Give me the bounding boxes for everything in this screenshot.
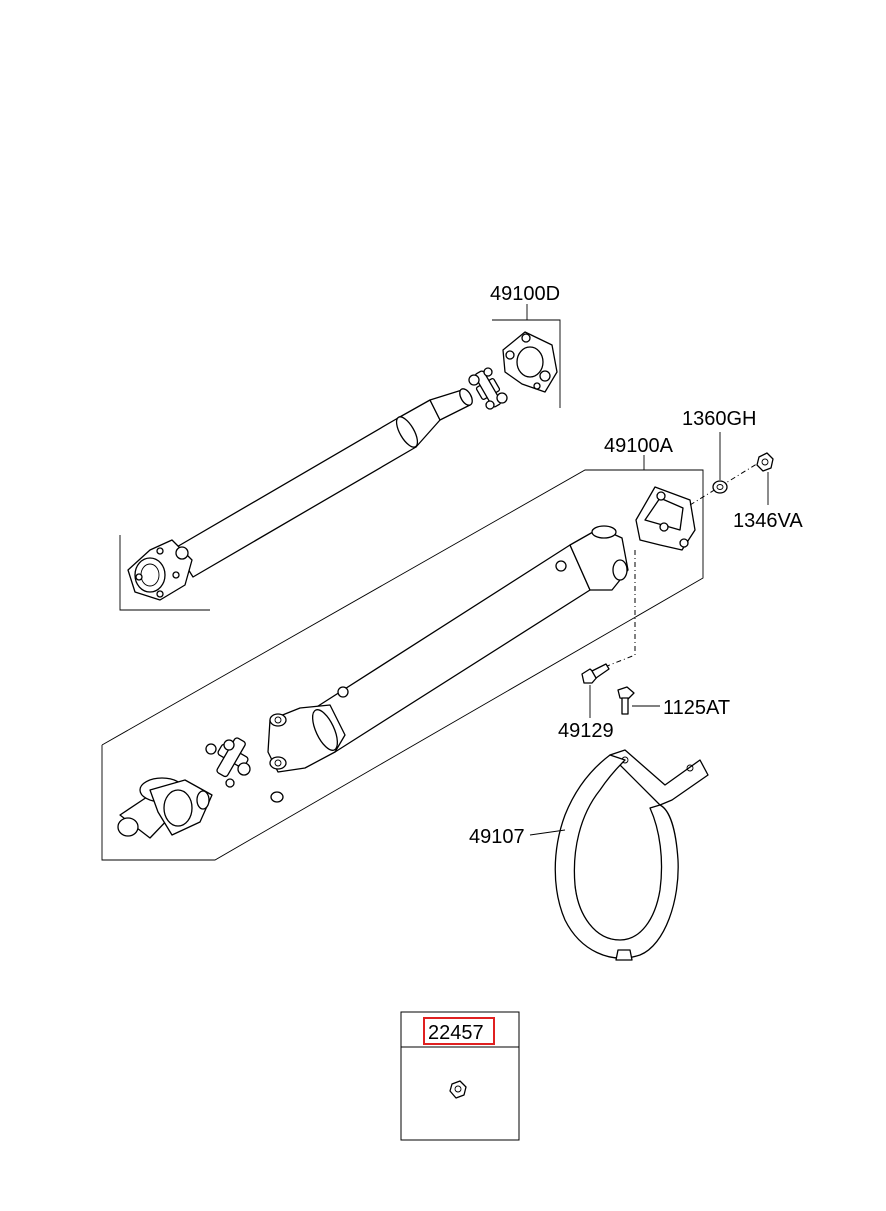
front-rear-flange-yoke[interactable] — [502, 331, 558, 393]
rear-universal-joint[interactable] — [205, 737, 251, 788]
front-flange-hole-3 — [172, 571, 180, 579]
callout-nut-icon — [449, 1080, 467, 1099]
label-49100D: 49100D — [490, 283, 560, 305]
rear-shaft-balance-weight-2 — [337, 686, 349, 698]
center-bearing-bracket[interactable] — [635, 486, 696, 551]
front-shaft-group — [119, 304, 561, 611]
rear-shaft-balance-weight — [555, 560, 567, 572]
front-ujoint-cap — [175, 546, 189, 560]
rear-shaft-tube[interactable] — [314, 544, 591, 753]
front-shaft-spline-end — [459, 388, 473, 406]
callout-box — [400, 1011, 520, 1141]
alignment-line-washer — [689, 461, 761, 506]
callout-box-frame — [400, 1011, 520, 1141]
label-49129: 49129 — [558, 720, 614, 742]
front-group-bracket-top — [492, 319, 561, 408]
front-shaft-ring — [395, 416, 419, 448]
front-flange-hole-2 — [156, 547, 164, 555]
label-1346VA: 1346VA — [733, 510, 803, 532]
callout-highlight-box — [423, 1017, 495, 1045]
rear-shaft-yoke-left[interactable] — [267, 704, 346, 773]
front-universal-joint[interactable] — [468, 367, 508, 410]
washer-part[interactable] — [712, 480, 728, 494]
label-1125AT: 1125AT — [663, 697, 730, 719]
rear-group-bracket — [101, 469, 704, 861]
snap-ring[interactable] — [270, 791, 284, 803]
nut-hole — [761, 458, 769, 466]
front-shaft-tube[interactable] — [174, 417, 417, 578]
washer-hole — [716, 484, 724, 490]
front-group-bracket-bottom — [119, 535, 210, 611]
label-1360GH: 1360GH — [682, 408, 757, 430]
rear-shaft-group — [101, 455, 761, 861]
companion-flange[interactable] — [117, 777, 213, 839]
front-flange-bore — [134, 557, 166, 593]
label-22457: 22457 — [428, 1022, 484, 1044]
front-flange-hole-4 — [156, 590, 164, 598]
label-49100A: 49100A — [604, 435, 674, 457]
bolt-49129[interactable] — [581, 663, 610, 684]
callout-nut-hole — [454, 1085, 462, 1093]
front-flange-hole-1 — [135, 573, 143, 581]
bracket-strap[interactable] — [554, 749, 709, 961]
alignment-line-bolt — [596, 550, 636, 671]
bolt-1125AT[interactable] — [617, 686, 635, 715]
rear-shaft-yoke-right[interactable] — [569, 525, 629, 591]
nut-part[interactable] — [756, 452, 774, 472]
label-leader-49107 — [529, 829, 566, 836]
label-49107: 49107 — [469, 826, 525, 848]
